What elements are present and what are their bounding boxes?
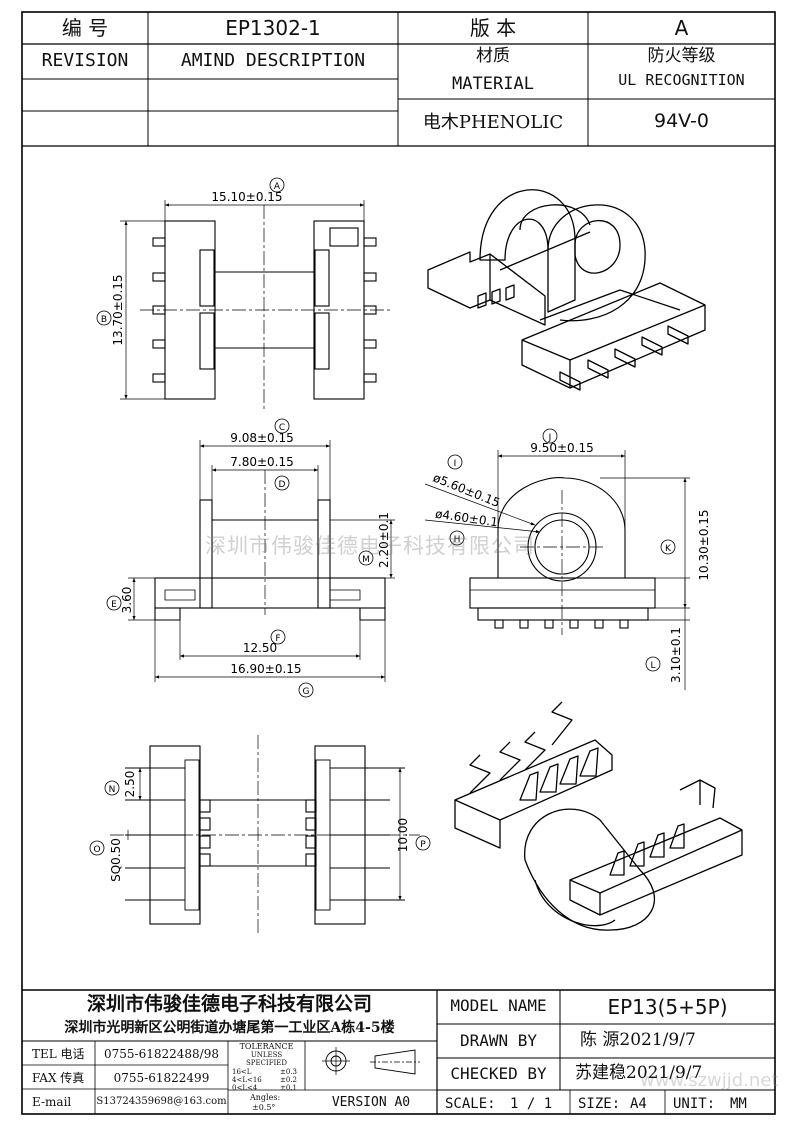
dim-p-value: 10.00 bbox=[396, 818, 410, 852]
unit-value: MM bbox=[730, 1096, 747, 1112]
bottom-view bbox=[89, 735, 431, 935]
dim-l-value: 3.10±0.1 bbox=[669, 627, 683, 683]
dim-g-value: 16.90±0.15 bbox=[230, 662, 301, 676]
company-address: 深圳市光明新区公明街道办塘尾第一工业区A栋4-5楼 bbox=[64, 1020, 395, 1036]
dim-h-letter: H bbox=[454, 535, 461, 545]
part-number-label: 编 号 bbox=[61, 16, 109, 40]
ul-label-cn: 防火等级 bbox=[647, 46, 716, 66]
tolerance-angles-value: ±0.5° bbox=[252, 1103, 276, 1112]
scale-label: SCALE: bbox=[445, 1096, 496, 1112]
header-table bbox=[21, 11, 776, 1115]
tolerance-row1-value: ±0.3 bbox=[280, 1068, 297, 1076]
ul-value: 94V-0 bbox=[653, 110, 709, 132]
dim-b-letter: B bbox=[101, 315, 107, 325]
dim-k-letter: K bbox=[665, 544, 672, 554]
dim-g-letter: G bbox=[303, 687, 310, 697]
isometric-view-bottom bbox=[454, 701, 743, 931]
checked-by-label: CHECKED BY bbox=[450, 1064, 547, 1083]
dim-m-value: 2.20±0.1 bbox=[377, 512, 391, 568]
fax-label: FAX 传真 bbox=[32, 1071, 85, 1085]
dim-o-letter: O bbox=[93, 845, 100, 855]
company-name: 深圳市伟骏佳德电子科技有限公司 bbox=[86, 993, 372, 1015]
dim-f-value: 12.50 bbox=[243, 641, 277, 655]
tolerance-sub2: SPECIFIED bbox=[245, 1059, 288, 1067]
dim-n-value: 2.50 bbox=[123, 771, 137, 798]
size-label: SIZE: bbox=[578, 1096, 621, 1112]
dim-d-letter: D bbox=[279, 480, 286, 490]
tolerance-sub1: UNLESS bbox=[250, 1051, 283, 1059]
watermark-url: www.szwjjd.net bbox=[640, 1070, 779, 1091]
tel-value: 0755-61822488/98 bbox=[104, 1047, 219, 1061]
tolerance-angles-label: Angles: bbox=[250, 1093, 281, 1102]
revision-label: REVISION bbox=[41, 50, 129, 71]
material-label-cn: 材质 bbox=[476, 46, 510, 66]
dim-o-value: SQ0.50 bbox=[109, 838, 123, 882]
email-label: E-mail bbox=[32, 1095, 72, 1109]
material-label-en: MATERIAL bbox=[452, 74, 534, 94]
dim-f-letter: F bbox=[275, 634, 280, 644]
material-value: 电木PHENOLIC bbox=[422, 112, 564, 133]
version-label: 版 本 bbox=[469, 16, 517, 40]
dim-j-value: 9.50±0.15 bbox=[530, 441, 594, 455]
dim-l-letter: L bbox=[650, 661, 655, 671]
model-name-label: MODEL NAME bbox=[450, 996, 547, 1015]
dim-i-letter: I bbox=[454, 459, 457, 469]
side-view bbox=[424, 428, 690, 690]
dim-d-value: 7.80±0.15 bbox=[230, 455, 294, 469]
tolerance-row3-label: 0<L<4 bbox=[232, 1084, 258, 1092]
tel-label: TEL 电话 bbox=[32, 1047, 85, 1061]
tolerance-row2-value: ±0.2 bbox=[280, 1076, 297, 1084]
model-name-value: EP13(5+5P) bbox=[607, 995, 728, 1019]
dim-h-value: ø4.60±0.1 bbox=[434, 507, 499, 530]
dim-c-letter: C bbox=[279, 423, 285, 433]
fax-value: 0755-61822499 bbox=[113, 1071, 210, 1085]
part-number-value: EP1302-1 bbox=[225, 16, 321, 40]
tolerance-title: TOLERANCE bbox=[239, 1042, 294, 1051]
unit-label: UNIT: bbox=[673, 1096, 716, 1112]
tolerance-row2-label: 4<L<16 bbox=[232, 1076, 262, 1084]
tolerance-row1-label: 16<L bbox=[232, 1068, 252, 1076]
amend-description-label: AMIND DESCRIPTION bbox=[180, 50, 366, 71]
drawing-version: VERSION A0 bbox=[331, 1095, 411, 1110]
dim-c-value: 9.08±0.15 bbox=[230, 431, 294, 445]
top-view bbox=[96, 177, 390, 412]
dim-e-letter: E bbox=[111, 600, 117, 610]
drawn-by-value: 陈 源2021/9/7 bbox=[580, 1030, 696, 1050]
dim-e-value: 3.60 bbox=[120, 587, 134, 614]
scale-value: 1 / 1 bbox=[510, 1096, 553, 1112]
title-block-grid bbox=[22, 989, 775, 1114]
isometric-view-top bbox=[427, 189, 706, 391]
front-view bbox=[106, 418, 395, 698]
dim-j-letter: J bbox=[548, 433, 552, 443]
size-value: A4 bbox=[630, 1096, 647, 1112]
email-value: S13724359698@163.com bbox=[96, 1096, 227, 1107]
dim-p-letter: P bbox=[420, 840, 426, 850]
dim-a-letter: A bbox=[274, 182, 281, 192]
dim-b-value: 13.70±0.15 bbox=[111, 274, 125, 345]
drawn-by-label: DRAWN BY bbox=[459, 1031, 538, 1050]
dim-k-value: 10.30±0.15 bbox=[697, 509, 711, 580]
dim-n-letter: N bbox=[109, 785, 116, 795]
dim-a-value: 15.10±0.15 bbox=[211, 190, 282, 204]
ul-label-en: UL RECOGNITION bbox=[618, 71, 745, 89]
checked-by-value: 苏建稳2021/9/7 bbox=[575, 1063, 703, 1083]
version-value: A bbox=[674, 16, 689, 40]
tolerance-row3-value: ±0.1 bbox=[280, 1084, 297, 1092]
watermark: 深圳市伟骏佳德电子科技有限公司 bbox=[205, 534, 535, 558]
dim-m-letter: M bbox=[362, 555, 370, 565]
